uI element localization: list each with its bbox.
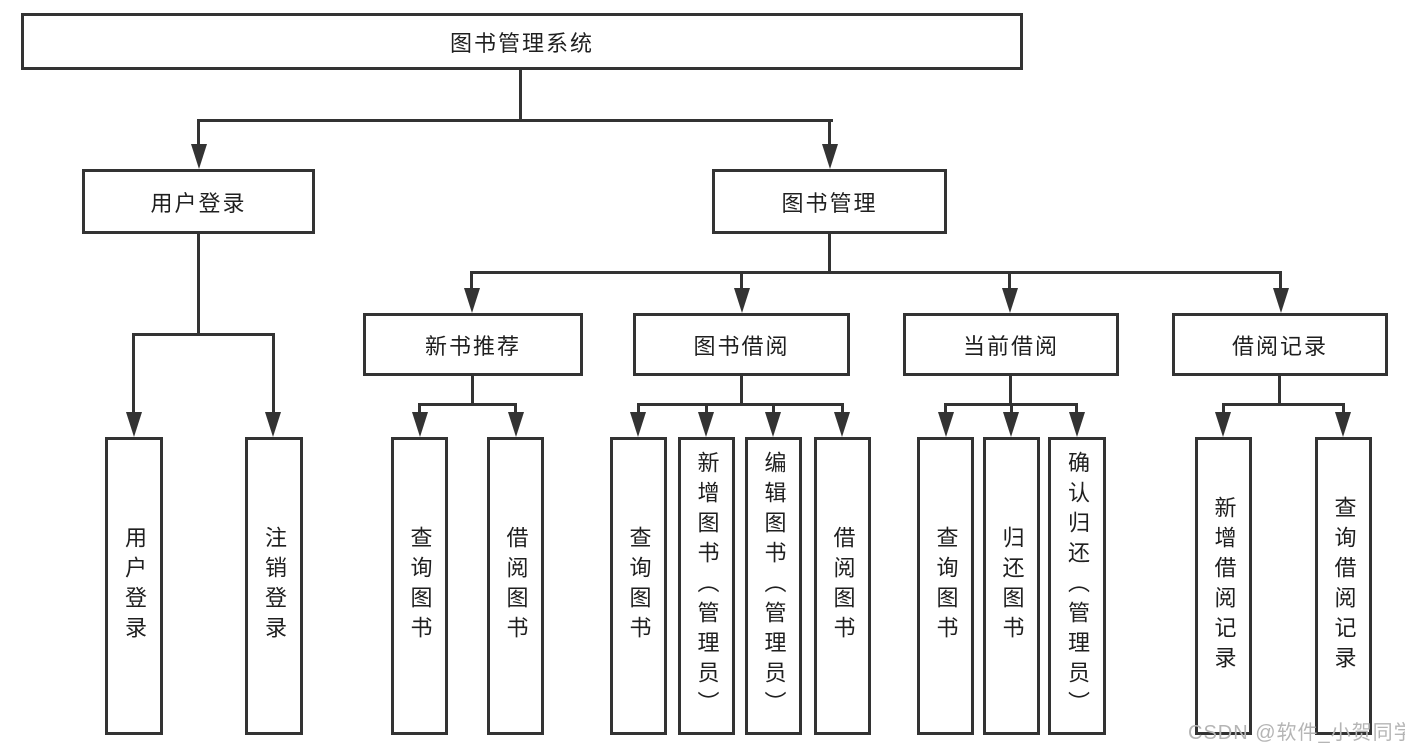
arrowhead-icon [1069,412,1085,437]
arrowhead-icon [765,412,781,437]
connector-line [1222,403,1345,406]
arrowhead-icon [938,412,954,437]
leaf-borrow-add-books-admin-label: 新增图书（管理员） [694,451,720,721]
connector-line [944,403,947,416]
node-root-label: 图书管理系统 [449,30,594,56]
connector-line [1075,403,1078,416]
connector-line [470,271,1282,274]
leaf-current-return-books: 归还图书 [983,437,1040,735]
node-book-management: 图书管理 [712,169,947,234]
node-book-borrow-label: 图书借阅 [693,333,790,359]
csdn-watermark: CSDN @软件_小贺同学 [1188,722,1405,744]
leaf-current-confirm-return-admin: 确认归还（管理员） [1048,437,1106,735]
node-current-borrow: 当前借阅 [903,313,1119,376]
leaf-user-login: 用户登录 [105,437,163,735]
node-root: 图书管理系统 [21,13,1023,70]
connector-line [197,119,200,149]
arrowhead-icon [630,412,646,437]
leaf-records-add-record-label: 新增借阅记录 [1211,496,1237,676]
arrowhead-icon [508,412,524,437]
connector-line [1009,376,1012,405]
connector-line [272,333,275,415]
leaf-records-add-record: 新增借阅记录 [1195,437,1252,735]
leaf-logout: 注销登录 [245,437,303,735]
connector-line [132,333,135,415]
connector-line [740,271,743,291]
connector-line [740,376,743,405]
connector-line [470,271,473,291]
arrowhead-icon [1215,412,1231,437]
connector-line [471,376,474,405]
connector-line [772,403,775,416]
connector-line [637,403,844,406]
node-book-borrow: 图书借阅 [633,313,850,376]
node-user-login-label: 用户登录 [150,190,247,216]
node-borrow-records-label: 借阅记录 [1231,333,1328,359]
arrowhead-icon [1003,412,1019,437]
leaf-current-query-books-label: 查询图书 [933,526,959,646]
connector-line [1278,376,1281,405]
leaf-borrow-query-books-label: 查询图书 [626,526,652,646]
arrowhead-icon [265,412,281,437]
connector-line [418,403,421,416]
connector-line [705,403,708,416]
connector-line [637,403,640,416]
leaf-records-query-record: 查询借阅记录 [1315,437,1372,735]
node-user-login: 用户登录 [82,169,315,234]
connector-line [1222,403,1225,416]
connector-line [828,234,831,273]
node-new-book-recommend-label: 新书推荐 [424,333,521,359]
arrowhead-icon [1273,288,1289,313]
arrowhead-icon [1002,288,1018,313]
leaf-borrow-borrow-books-label: 借阅图书 [830,526,856,646]
arrowhead-icon [464,288,480,313]
arrowhead-icon [734,288,750,313]
connector-line [841,403,844,416]
leaf-borrow-query-books: 查询图书 [610,437,667,735]
arrowhead-icon [822,144,838,169]
leaf-current-confirm-return-admin-label: 确认归还（管理员） [1065,451,1090,721]
connector-line [514,403,517,416]
leaf-borrow-borrow-books: 借阅图书 [814,437,871,735]
connector-line [197,119,833,122]
leaf-logout-label: 注销登录 [262,526,287,646]
connector-line [1010,403,1013,416]
connector-line [132,333,275,336]
connector-line [828,119,831,149]
connector-line [1279,271,1282,291]
leaf-borrow-edit-books-admin: 编辑图书（管理员） [745,437,802,735]
connector-line [519,70,522,120]
leaf-borrow-add-books-admin: 新增图书（管理员） [678,437,735,735]
connector-line [418,403,517,406]
arrowhead-icon [191,144,207,169]
connector-line [1342,403,1345,416]
node-current-borrow-label: 当前借阅 [962,333,1059,359]
leaf-newbook-borrow-books: 借阅图书 [487,437,544,735]
leaf-user-login-label: 用户登录 [122,526,147,646]
leaf-borrow-edit-books-admin-label: 编辑图书（管理员） [761,451,787,721]
leaf-current-query-books: 查询图书 [917,437,974,735]
leaf-records-query-record-label: 查询借阅记录 [1331,496,1357,676]
arrowhead-icon [1335,412,1351,437]
leaf-newbook-query-books: 查询图书 [391,437,448,735]
arrowhead-icon [412,412,428,437]
leaf-newbook-borrow-books-label: 借阅图书 [503,526,529,646]
arrowhead-icon [698,412,714,437]
leaf-current-return-books-label: 归还图书 [999,526,1025,646]
arrowhead-icon [126,412,142,437]
arrowhead-icon [834,412,850,437]
leaf-newbook-query-books-label: 查询图书 [407,526,433,646]
node-book-management-label: 图书管理 [781,190,878,216]
node-borrow-records: 借阅记录 [1172,313,1388,376]
connector-line [1008,271,1011,291]
connector-line [197,234,200,335]
node-new-book-recommend: 新书推荐 [363,313,583,376]
